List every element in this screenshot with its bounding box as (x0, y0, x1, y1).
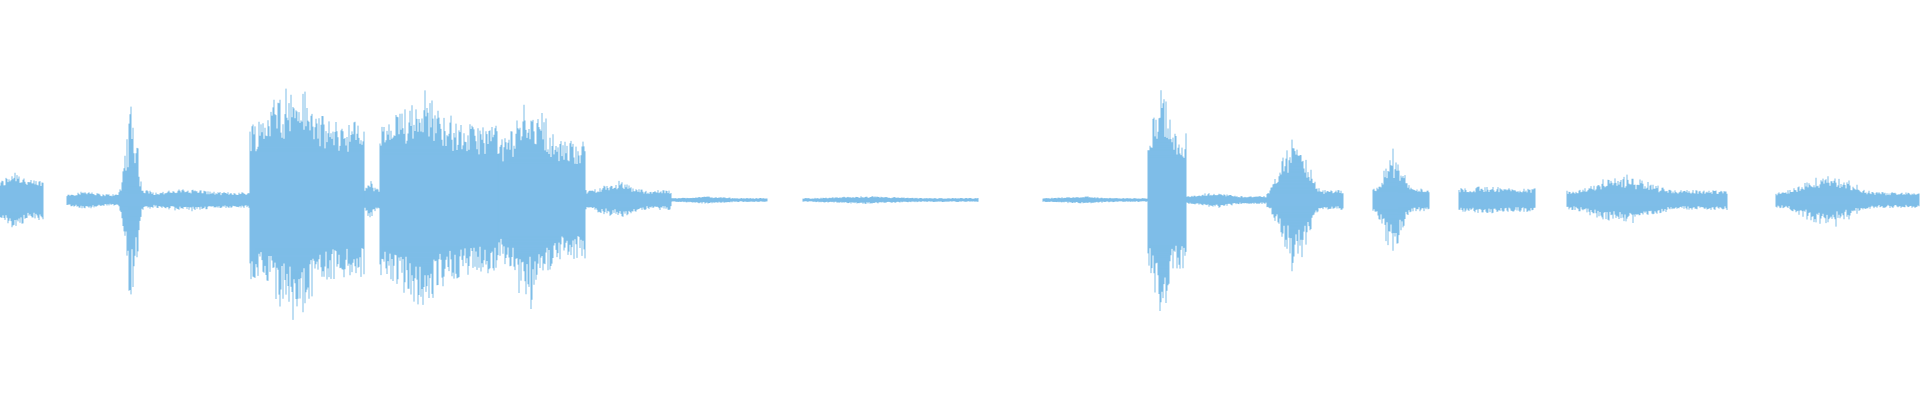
waveform-segment (1458, 186, 1536, 214)
waveform-segment (379, 90, 499, 305)
waveform-segment (498, 104, 586, 309)
waveform-segment (249, 88, 365, 320)
waveform-group (0, 88, 1920, 320)
waveform-segment (671, 196, 768, 204)
waveform-segment (364, 181, 380, 218)
waveform-segment (1186, 193, 1267, 208)
waveform-segment (1042, 196, 1148, 204)
waveform-segment (585, 180, 672, 217)
waveform-segment (1775, 176, 1920, 227)
waveform-segment (1372, 148, 1430, 251)
waveform-segment (0, 172, 44, 228)
waveform-segment (1266, 139, 1344, 272)
waveform-segment (66, 191, 119, 209)
waveform-segment (1147, 90, 1187, 311)
waveform-segment (1566, 174, 1728, 223)
waveform-segment (153, 189, 250, 212)
waveform-segment (802, 196, 979, 204)
waveform-segment (118, 106, 154, 295)
